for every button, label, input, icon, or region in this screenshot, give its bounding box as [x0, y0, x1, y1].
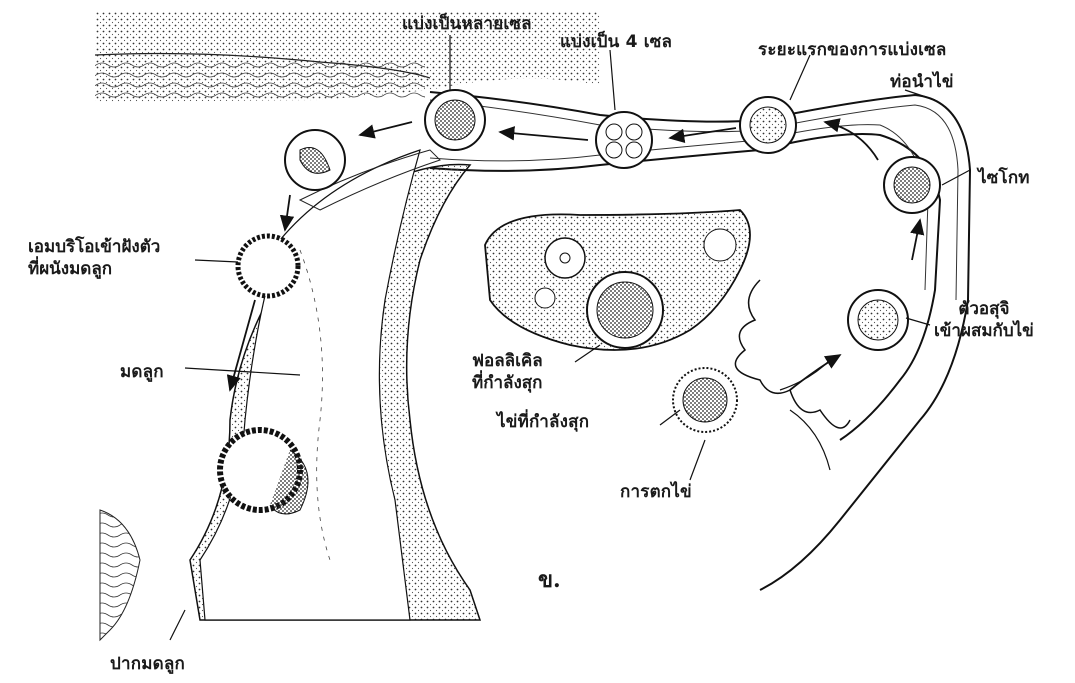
label-cervix: ปากมดลูก: [110, 650, 185, 677]
fimbriae: [735, 280, 850, 470]
label-sperm-line1: ตัวอสุจิ: [934, 298, 1034, 320]
label-four-cells: แบ่งเป็น 4 เซล: [560, 28, 672, 55]
figure-letter: ข.: [538, 562, 561, 597]
label-implant-line2: ที่ผนังมดลูก: [28, 258, 160, 280]
label-uterus: มดลูก: [120, 358, 164, 385]
label-oviduct: ท่อนำไข่: [890, 68, 954, 95]
label-many-cells: แบ่งเป็นหลายเซล: [402, 10, 532, 37]
label-sperm-fertilization: ตัวอสุจิ เข้าผสมกับไข่: [934, 298, 1034, 342]
morula-core: [435, 100, 475, 140]
implanting-embryo: [238, 236, 298, 296]
label-follicle-line1: ฟอลลิเคิล: [472, 350, 543, 372]
label-follicle-line2: ที่กำลังสุก: [472, 372, 543, 394]
four-cell-stage: [596, 112, 652, 168]
uterus-wall: [100, 150, 480, 640]
label-zygote: ไซโกท: [978, 164, 1030, 191]
label-ripe-egg: ไข่ที่กำลังสุก: [497, 408, 589, 435]
label-embryo-implant: เอมบริโอเข้าฝังตัว ที่ผนังมดลูก: [28, 236, 160, 280]
label-implant-line1: เอมบริโอเข้าฝังตัว: [28, 236, 160, 258]
label-first-division: ระยะแรกของการแบ่งเซล: [758, 36, 946, 63]
ovary: [485, 210, 750, 350]
label-ovulation: การตกไข่: [620, 478, 692, 505]
label-follicle: ฟอลลิเคิล ที่กำลังสุก: [472, 350, 543, 394]
label-sperm-line2: เข้าผสมกับไข่: [934, 320, 1034, 342]
